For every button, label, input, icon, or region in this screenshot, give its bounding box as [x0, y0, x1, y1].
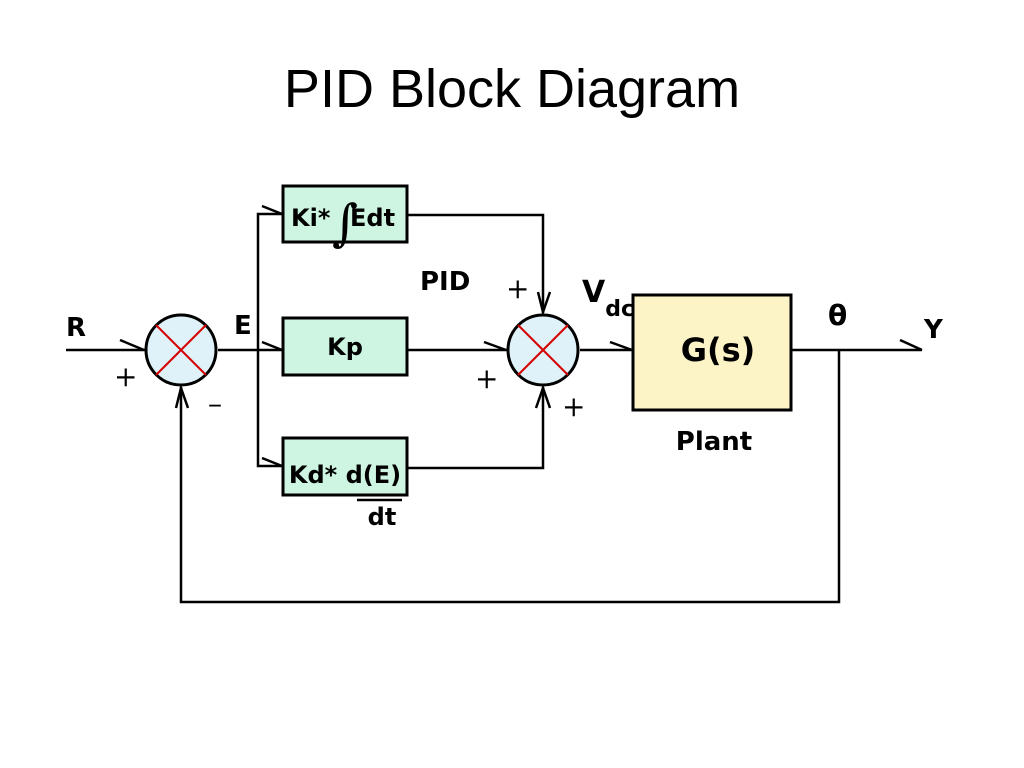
- plant-caption: Plant: [676, 427, 752, 457]
- derivative-label: Kd* d(E): [289, 461, 401, 489]
- plant-block: G(s): [631, 293, 793, 412]
- sign-derivative-plus: +: [562, 390, 585, 423]
- arrow-kd-in: [261, 456, 283, 468]
- arrowheads: [119, 204, 923, 468]
- integral-sign: ∫: [332, 194, 358, 252]
- state-label: θ: [828, 299, 847, 332]
- output-label: Y: [923, 315, 944, 345]
- input-label: R: [66, 313, 86, 343]
- summing-junction-error: [144, 313, 218, 387]
- integral-block: Ki* ∫ Edt: [281, 184, 409, 252]
- arrow-input: [119, 338, 145, 352]
- integral-label-post: Edt: [350, 204, 395, 232]
- plant-label: G(s): [681, 331, 756, 369]
- integral-label-pre: Ki*: [291, 204, 331, 232]
- wire-branch-integral: [256, 212, 283, 350]
- arrow-sum-top: [536, 291, 552, 317]
- arrow-plant-in: [609, 340, 633, 352]
- arrow-feedback: [174, 383, 190, 409]
- proportional-block: Kp: [281, 316, 409, 377]
- summing-junction-pid: [506, 313, 580, 387]
- sign-integral-plus: +: [506, 272, 529, 305]
- sign-proportional-plus: +: [475, 362, 498, 395]
- control-signal-main: V: [582, 275, 606, 310]
- derivative-denominator: dt: [368, 503, 397, 531]
- arrow-output: [899, 338, 923, 352]
- control-signal-label: Vdc: [582, 275, 634, 322]
- arrow-kp-in: [261, 340, 283, 352]
- wire-integral-out: [407, 213, 545, 313]
- sign-input-plus: +: [114, 360, 137, 393]
- control-signal-subscript: dc: [605, 297, 634, 322]
- sign-feedback-minus: –: [208, 387, 222, 420]
- arrow-sum-bottom: [534, 384, 552, 409]
- arrow-ki-in: [261, 204, 283, 216]
- derivative-block: Kd* d(E) dt: [281, 436, 409, 531]
- slide-title: PID Block Diagram: [283, 59, 741, 119]
- wire-derivative-out: [407, 387, 545, 470]
- arrow-sum-left: [483, 340, 507, 352]
- signal-wires: [66, 212, 922, 604]
- wire-branch-derivative: [256, 350, 283, 468]
- controller-label: PID: [420, 267, 470, 297]
- error-label: E: [234, 311, 252, 341]
- proportional-label: Kp: [327, 333, 363, 361]
- wire-feedback: [179, 350, 841, 604]
